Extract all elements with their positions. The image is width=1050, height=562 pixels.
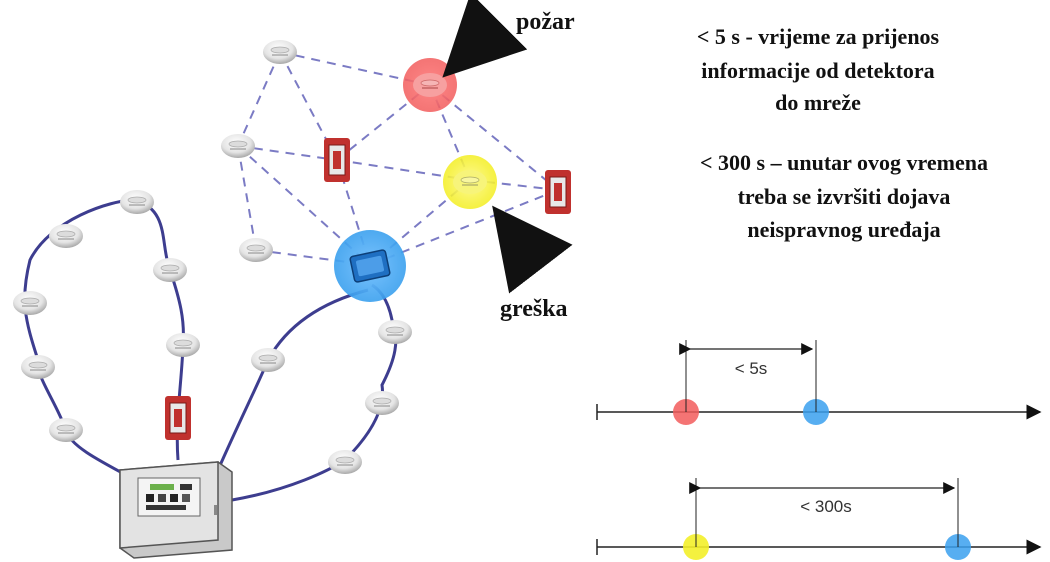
- radio-module-icon: [165, 396, 191, 440]
- smoke-detector-icon: [153, 258, 187, 282]
- smoke-detector-icon: [413, 73, 447, 97]
- smoke-detector-icon: [166, 333, 200, 357]
- smoke-detector-icon: [251, 348, 285, 372]
- radio-modules: [165, 138, 571, 440]
- smoke-detector-icon: [453, 170, 487, 194]
- info-line: do mreže: [775, 90, 861, 115]
- fault-arrow: [492, 205, 573, 294]
- timeline-short: < 5s: [596, 340, 1042, 425]
- wireless-gateway-icon: [349, 249, 391, 283]
- info-line: treba se izvršiti dojava: [738, 184, 951, 209]
- info-line: < 300 s – unutar ovog vremena: [700, 150, 988, 175]
- smoke-detector-icon: [120, 190, 154, 214]
- radio-module-icon: [545, 170, 571, 214]
- smoke-detector-icon: [13, 291, 47, 315]
- smoke-detector-icon: [328, 450, 362, 474]
- control-panel-icon: [119, 461, 233, 559]
- smoke-detectors: [13, 40, 487, 474]
- smoke-detector-icon: [49, 418, 83, 442]
- radio-module-icon: [324, 138, 350, 182]
- interval-label: < 300s: [800, 497, 852, 516]
- info-line: informacije od detektora: [701, 58, 934, 83]
- smoke-detector-icon: [49, 224, 83, 248]
- info-block-fault-report: < 300 s – unutar ovog vremena treba se i…: [700, 150, 988, 242]
- smoke-detector-icon: [21, 355, 55, 379]
- info-line: < 5 s - vrijeme za prijenos: [697, 24, 940, 49]
- fire-arrow: [442, 0, 528, 78]
- fire-label: požar: [516, 9, 575, 35]
- info-block-transmission: < 5 s - vrijeme za prijenos informacije …: [697, 24, 940, 115]
- smoke-detector-icon: [263, 40, 297, 64]
- smoke-detector-icon: [239, 238, 273, 262]
- smoke-detector-icon: [221, 134, 255, 158]
- smoke-detector-icon: [378, 320, 412, 344]
- fault-label: greška: [500, 296, 568, 322]
- info-line: neispravnog uređaja: [747, 217, 940, 242]
- smoke-detector-icon: [365, 391, 399, 415]
- interval-label: < 5s: [735, 359, 768, 378]
- timeline-long: < 300s: [596, 478, 1042, 560]
